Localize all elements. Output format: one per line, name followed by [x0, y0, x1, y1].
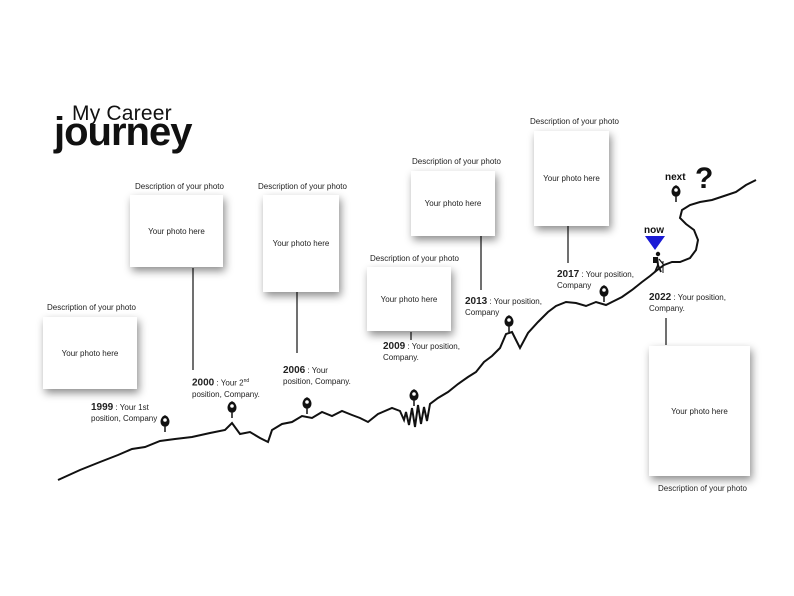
milestone-year: 2017 [557, 269, 580, 280]
pin-icon-next [671, 185, 681, 202]
pin-icon-2013 [504, 315, 514, 332]
milestone-text: Company. [649, 304, 685, 313]
photo-placeholder-text: Your photo here [424, 199, 482, 208]
milestone-text: Company [557, 281, 592, 290]
now-label: now [644, 225, 664, 236]
photo-description: Description of your photo [47, 303, 136, 312]
milestone-year: 2006 [283, 365, 306, 376]
milestone-text: position, Company [91, 414, 158, 423]
milestone-1999: 1999 : Your 1st position, Company [91, 402, 157, 424]
milestone-text: : Your position, [673, 293, 726, 302]
photo-placeholder-2017: Your photo here [534, 131, 609, 226]
photo-description: Description of your photo [258, 182, 347, 191]
milestone-text: : Your [307, 366, 328, 375]
photo-placeholder-1999: Your photo here [43, 317, 137, 389]
photo-description: Description of your photo [530, 117, 619, 126]
photo-placeholder-2013: Your photo here [411, 171, 495, 236]
photo-placeholder-text: Your photo here [380, 294, 438, 304]
next-label: next [665, 172, 686, 183]
photo-description: Description of your photo [135, 182, 224, 191]
milestone-text: : Your position, [489, 297, 542, 306]
photo-placeholder-2000: Your photo here [130, 195, 223, 267]
milestone-year: 2022 [649, 292, 672, 303]
milestone-2017: 2017 : Your position, Company [557, 269, 634, 291]
pin-icon-1999 [160, 415, 170, 432]
now-marker-icon [645, 236, 665, 250]
pin-icon-2017 [599, 285, 609, 302]
photo-placeholder-text: Your photo here [148, 226, 205, 236]
title-line1: My Career [72, 102, 172, 125]
photo-description: Description of your photo [412, 157, 501, 166]
milestone-text: : Your position, [407, 342, 460, 351]
milestone-sup: nd [243, 378, 250, 384]
milestone-2006: 2006 : Your position, Company. [283, 365, 351, 387]
milestone-2009: 2009 : Your position, Company. [383, 341, 460, 363]
milestone-text: : Your position, [581, 270, 634, 279]
photo-placeholder-2022: Your photo here [649, 346, 750, 476]
photo-placeholder-2009: Your photo here [367, 267, 451, 331]
photo-placeholder-text: Your photo here [272, 239, 330, 248]
question-mark: ? [695, 162, 714, 195]
milestone-text: : Your 1st [115, 403, 149, 412]
photo-description: Description of your photo [658, 484, 747, 493]
photo-placeholder-text: Your photo here [61, 348, 119, 358]
milestone-text: : Your 2 [216, 378, 244, 388]
milestone-text: position, Company. [192, 389, 260, 399]
milestone-text: position, Company. [283, 377, 351, 386]
photo-placeholder-text: Your photo here [543, 174, 600, 183]
photo-placeholder-text: Your photo here [671, 406, 728, 416]
photo-description: Description of your photo [370, 254, 459, 263]
milestone-text: Company [465, 308, 500, 317]
pin-icon-2006 [302, 397, 312, 414]
milestone-2013: 2013 : Your position, Company [465, 296, 542, 318]
pin-icon-2009 [409, 389, 419, 406]
hiker-icon [653, 251, 664, 273]
pin-icon-2000 [227, 401, 237, 418]
milestone-2022: 2022 : Your position, Company. [649, 292, 726, 314]
milestone-year: 1999 [91, 402, 114, 413]
milestone-year: 2013 [465, 296, 488, 307]
mountain-trail [57, 179, 757, 481]
milestone-year: 2009 [383, 341, 406, 352]
milestone-2000: 2000 : Your 2nd position, Company. [192, 376, 260, 400]
milestone-text: Company. [383, 353, 419, 362]
page-title: journey [54, 110, 192, 154]
milestone-year: 2000 [192, 377, 215, 389]
photo-placeholder-2006: Your photo here [263, 195, 339, 292]
